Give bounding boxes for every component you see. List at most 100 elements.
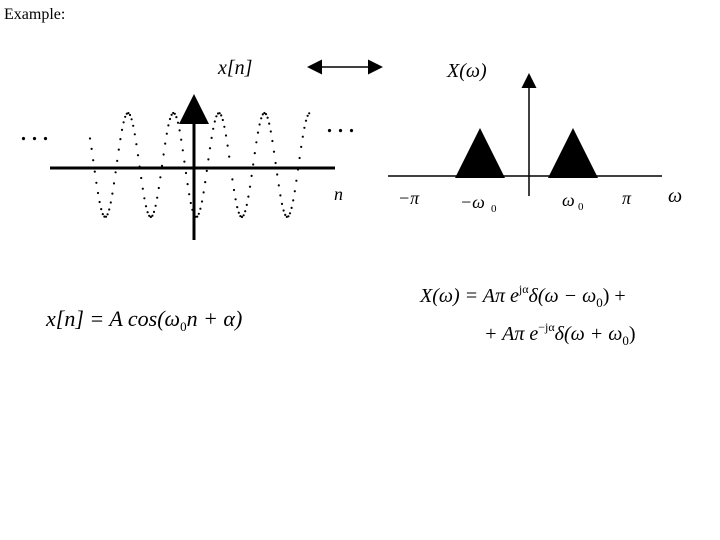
signal-sample-dot — [167, 124, 170, 127]
signal-sample-dot — [228, 155, 231, 158]
signal-sample-dot — [90, 147, 93, 150]
signal-sample-dot — [236, 206, 239, 209]
time-eq-subscript: 0 — [180, 319, 187, 334]
signal-sample-dot — [189, 201, 192, 205]
signal-sample-dot — [109, 201, 112, 204]
signal-sample-dot — [124, 115, 127, 118]
signal-sample-dot — [160, 164, 164, 167]
freq-eq2-a: + Aπ e — [484, 323, 539, 345]
signal-sample-dot — [119, 138, 122, 141]
signal-sample-dot — [215, 115, 218, 118]
time-domain-plot: x[n] n ... ... — [20, 57, 359, 240]
frequency-equation-line2: + Aπ e−jαδ(ω + ω0) — [484, 320, 636, 349]
freq-eq2-b: δ(ω + ω — [554, 323, 623, 345]
signal-sample-dot — [117, 148, 120, 151]
freq-eq1-a: X(ω) = Aπ e — [420, 285, 519, 307]
tick-neg-omega0: −ω — [460, 192, 485, 212]
signal-sample-dot — [143, 197, 146, 200]
signal-sample-dot — [114, 171, 117, 174]
signal-sample-dot — [304, 119, 308, 122]
signal-sample-dot — [98, 200, 101, 204]
signal-sample-dot — [197, 212, 200, 215]
signal-sample-dot — [290, 206, 293, 209]
signal-sample-dot — [303, 126, 306, 129]
freq-eq1-sup: jα — [518, 282, 529, 296]
freq-eq1-c: ) + — [602, 285, 626, 307]
signal-sample-dot — [296, 168, 300, 171]
frequency-equation-line1: X(ω) = Aπ ejαδ(ω − ω0) + — [420, 282, 626, 311]
signal-sample-dot — [96, 191, 100, 195]
signal-sample-dot — [192, 213, 196, 216]
signal-sample-dot — [292, 199, 295, 202]
signal-sample-dot — [186, 183, 189, 186]
signal-sample-dot — [165, 132, 168, 135]
time-eq-lhs: x[n] = A cos(ω — [46, 306, 181, 331]
signal-sample-dot — [138, 165, 141, 168]
signal-sample-dot — [152, 210, 156, 213]
signal-sample-dot — [253, 152, 256, 155]
signal-sample-dot — [240, 215, 244, 219]
signal-sample-dot — [181, 149, 184, 152]
tick-omega0: ω — [562, 190, 575, 210]
signal-sample-dot — [140, 176, 143, 180]
signal-sample-dot — [295, 179, 298, 182]
signal-sample-dot — [245, 203, 248, 206]
signal-sample-dot — [196, 215, 199, 218]
signal-sample-dot — [308, 112, 311, 115]
signal-sample-dot — [280, 202, 284, 205]
signal-sample-dot — [212, 127, 215, 130]
signal-sample-dot — [178, 129, 181, 132]
signal-sample-dot — [92, 159, 95, 162]
tick-neg-pi: −π — [398, 188, 420, 208]
signal-sample-dot — [101, 213, 104, 216]
freq-eq2-sub: 0 — [622, 333, 629, 348]
signal-sample-dot — [173, 112, 176, 115]
signal-sample-dot — [194, 215, 197, 218]
ellipsis-right: ... — [326, 108, 359, 139]
signal-sample-dot — [232, 188, 236, 192]
spectrum-label: X(ω) — [446, 60, 487, 82]
signal-sample-dot — [120, 128, 124, 131]
signal-sample-dot — [231, 178, 234, 181]
signal-sample-dot — [132, 124, 135, 127]
signal-sample-dot — [141, 187, 144, 190]
signal-sample-dot — [184, 171, 188, 175]
signal-sample-dot — [282, 209, 285, 212]
signal-samples — [88, 111, 311, 219]
signal-sample-dot — [205, 169, 208, 172]
signal-sample-dot — [221, 118, 224, 122]
signal-sample-dot — [135, 143, 138, 146]
time-domain-equation: x[n] = A cos(ω0n + α) — [46, 306, 242, 335]
signal-sample-dot — [279, 194, 282, 197]
tick-omega0-subscript: 0 — [578, 201, 584, 213]
omega-axis-label: ω — [668, 185, 682, 207]
signal-sample-dot — [136, 154, 140, 157]
signal-sample-dot — [255, 141, 258, 144]
signal-sample-dot — [148, 214, 151, 217]
signal-sample-dot — [264, 113, 268, 116]
signal-sample-dot — [106, 213, 109, 216]
signal-sample-dot — [149, 215, 152, 219]
signal-sample-dot — [128, 113, 132, 117]
signal-sample-dot — [202, 191, 205, 194]
signal-sample-dot — [263, 111, 266, 115]
frequency-domain-plot: X(ω) ω −π −ω 0 ω 0 π — [388, 60, 682, 215]
signal-sample-dot — [260, 117, 263, 120]
signal-sample-dot — [239, 215, 242, 218]
signal-sample-dot — [116, 159, 119, 162]
signal-sample-dot — [188, 193, 191, 196]
freq-eq2-sup: −jα — [538, 320, 555, 334]
signal-sample-dot — [168, 117, 172, 121]
signal-sample-dot — [103, 215, 106, 218]
signal-sample-dot — [272, 150, 276, 153]
signal-sample-dot — [157, 186, 160, 190]
signal-sample-dot — [144, 205, 148, 208]
signal-sample-dot — [183, 160, 186, 163]
freq-eq1-b: δ(ω − ω — [528, 285, 597, 307]
signal-sample-dot — [242, 214, 245, 217]
signal-sample-dot — [220, 114, 223, 117]
signal-sample-dot — [170, 113, 173, 116]
signal-sample-dot — [293, 190, 296, 193]
signal-sample-dot — [130, 118, 133, 121]
